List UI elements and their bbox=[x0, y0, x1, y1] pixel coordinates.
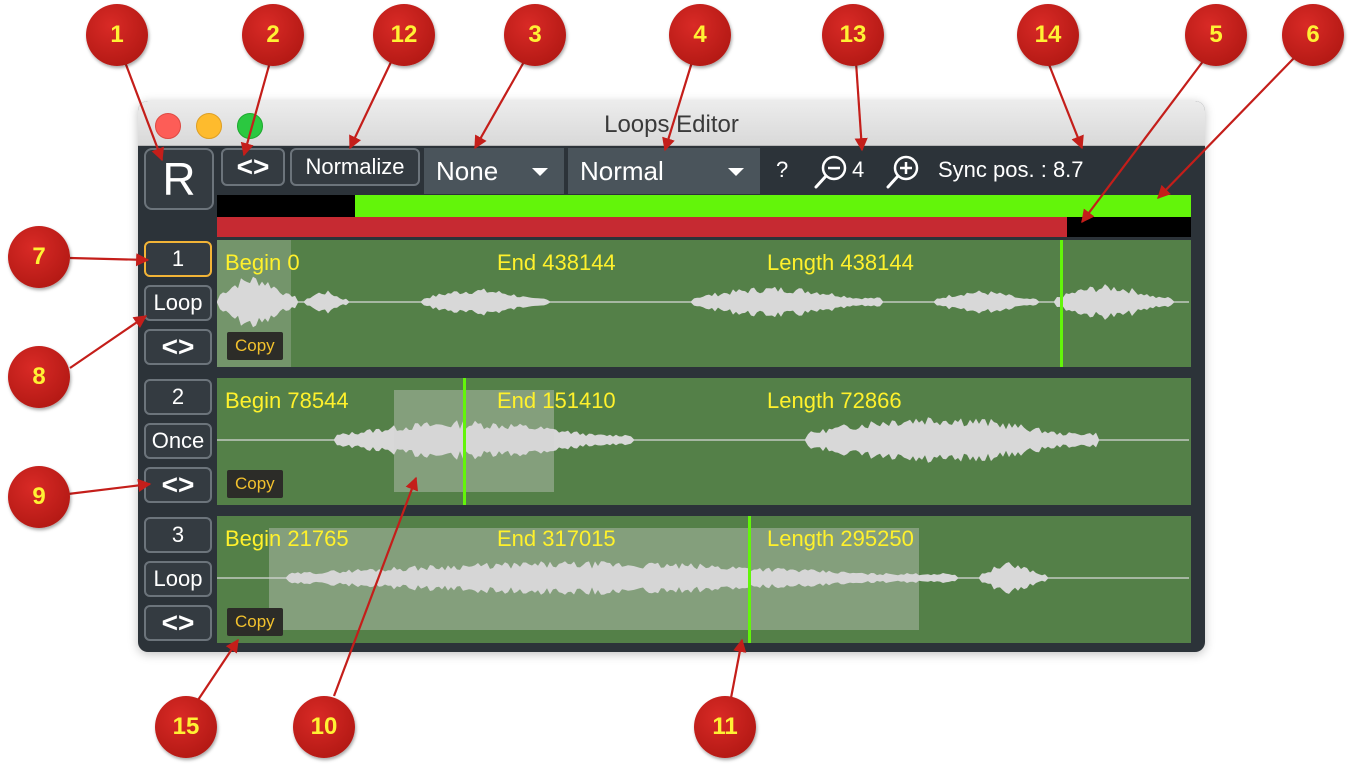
track-2-end: End 151410 bbox=[497, 388, 616, 413]
callout-2: 2 bbox=[242, 4, 304, 66]
track-2-copy-button[interactable]: Copy bbox=[227, 470, 283, 498]
track-1-length: Length 438144 bbox=[767, 250, 914, 275]
track-1-begin: Begin 0 bbox=[225, 250, 300, 275]
global-loop-range-fill bbox=[355, 195, 1191, 217]
track-2-begin: Begin 78544 bbox=[225, 388, 349, 413]
callout-9: 9 bbox=[8, 466, 70, 528]
track-2-lane[interactable]: Begin 78544 End 151410 Length 72866 Copy bbox=[217, 378, 1191, 505]
arrows-all-button[interactable]: <> bbox=[221, 148, 285, 186]
track-2-selection[interactable] bbox=[394, 390, 554, 492]
callout-15: 15 bbox=[155, 696, 217, 758]
window-title: Loops Editor bbox=[604, 111, 739, 138]
track-1-copy-button[interactable]: Copy bbox=[227, 332, 283, 360]
callout-7: 7 bbox=[8, 226, 70, 288]
callout-1: 1 bbox=[86, 4, 148, 66]
track-2-arrows-button[interactable]: <> bbox=[144, 467, 212, 503]
global-progress-fill bbox=[217, 217, 1068, 237]
track-3-playhead[interactable] bbox=[748, 516, 751, 643]
track-3-mode-button[interactable]: Loop bbox=[144, 561, 212, 597]
track-3-end: End 317015 bbox=[497, 526, 616, 551]
track-3-lane[interactable]: Begin 21765 End 317015 Length 295250 Cop… bbox=[217, 516, 1191, 643]
zoom-out-icon[interactable] bbox=[812, 153, 850, 191]
track-1-end: End 438144 bbox=[497, 250, 616, 275]
track-2-number-button[interactable]: 2 bbox=[144, 379, 212, 415]
track-2-waveform bbox=[217, 417, 1189, 463]
playback-mode-dropdown-value: Normal bbox=[580, 155, 664, 186]
track-2-length: Length 72866 bbox=[767, 388, 902, 413]
callout-8: 8 bbox=[8, 346, 70, 408]
callout-4: 4 bbox=[669, 4, 731, 66]
callout-6: 6 bbox=[1282, 4, 1344, 66]
callout-5: 5 bbox=[1185, 4, 1247, 66]
callout-10: 10 bbox=[293, 696, 355, 758]
track-2-playhead[interactable] bbox=[463, 378, 466, 505]
track-3-number-button[interactable]: 3 bbox=[144, 517, 212, 553]
callout-11: 11 bbox=[694, 696, 756, 758]
track-3-waveform bbox=[217, 561, 1189, 595]
zoom-level-value: 4 bbox=[852, 157, 865, 182]
track-1-mode-button[interactable]: Loop bbox=[144, 285, 212, 321]
callout-12: 12 bbox=[373, 4, 435, 66]
callout-14: 14 bbox=[1017, 4, 1079, 66]
global-loop-range-bar[interactable] bbox=[217, 195, 1191, 217]
track-1-waveform bbox=[217, 276, 1189, 328]
global-progress-bar[interactable] bbox=[217, 217, 1191, 237]
track-3-arrows-button[interactable]: <> bbox=[144, 605, 212, 641]
chevron-down-icon bbox=[728, 168, 744, 176]
playback-mode-dropdown[interactable]: Normal bbox=[568, 148, 760, 194]
normalize-button[interactable]: Normalize bbox=[290, 148, 420, 186]
track-3-length: Length 295250 bbox=[767, 526, 914, 551]
track-1-playhead[interactable] bbox=[1060, 240, 1063, 367]
quantize-dropdown[interactable]: None bbox=[424, 148, 564, 194]
callout-3: 3 bbox=[504, 4, 566, 66]
help-button[interactable]: ? bbox=[776, 157, 789, 182]
loops-editor-window: Loops Editor R <> Normalize None Normal … bbox=[138, 101, 1205, 652]
chevron-down-icon bbox=[532, 168, 548, 176]
track-3-begin: Begin 21765 bbox=[225, 526, 349, 551]
track-1-arrows-button[interactable]: <> bbox=[144, 329, 212, 365]
quantize-dropdown-value: None bbox=[436, 155, 499, 186]
callout-13: 13 bbox=[822, 4, 884, 66]
sync-position-readout: Sync pos. : 8.7 bbox=[938, 157, 1084, 182]
track-1-lane[interactable]: Begin 0 End 438144 Length 438144 Copy bbox=[217, 240, 1191, 367]
title-bar[interactable]: Loops Editor bbox=[138, 101, 1205, 146]
record-button[interactable]: R bbox=[144, 148, 214, 210]
minimize-window-button[interactable] bbox=[196, 113, 222, 139]
track-3-copy-button[interactable]: Copy bbox=[227, 608, 283, 636]
track-1-number-button[interactable]: 1 bbox=[144, 241, 212, 277]
zoom-in-icon[interactable] bbox=[884, 153, 922, 191]
track-2-mode-button[interactable]: Once bbox=[144, 423, 212, 459]
